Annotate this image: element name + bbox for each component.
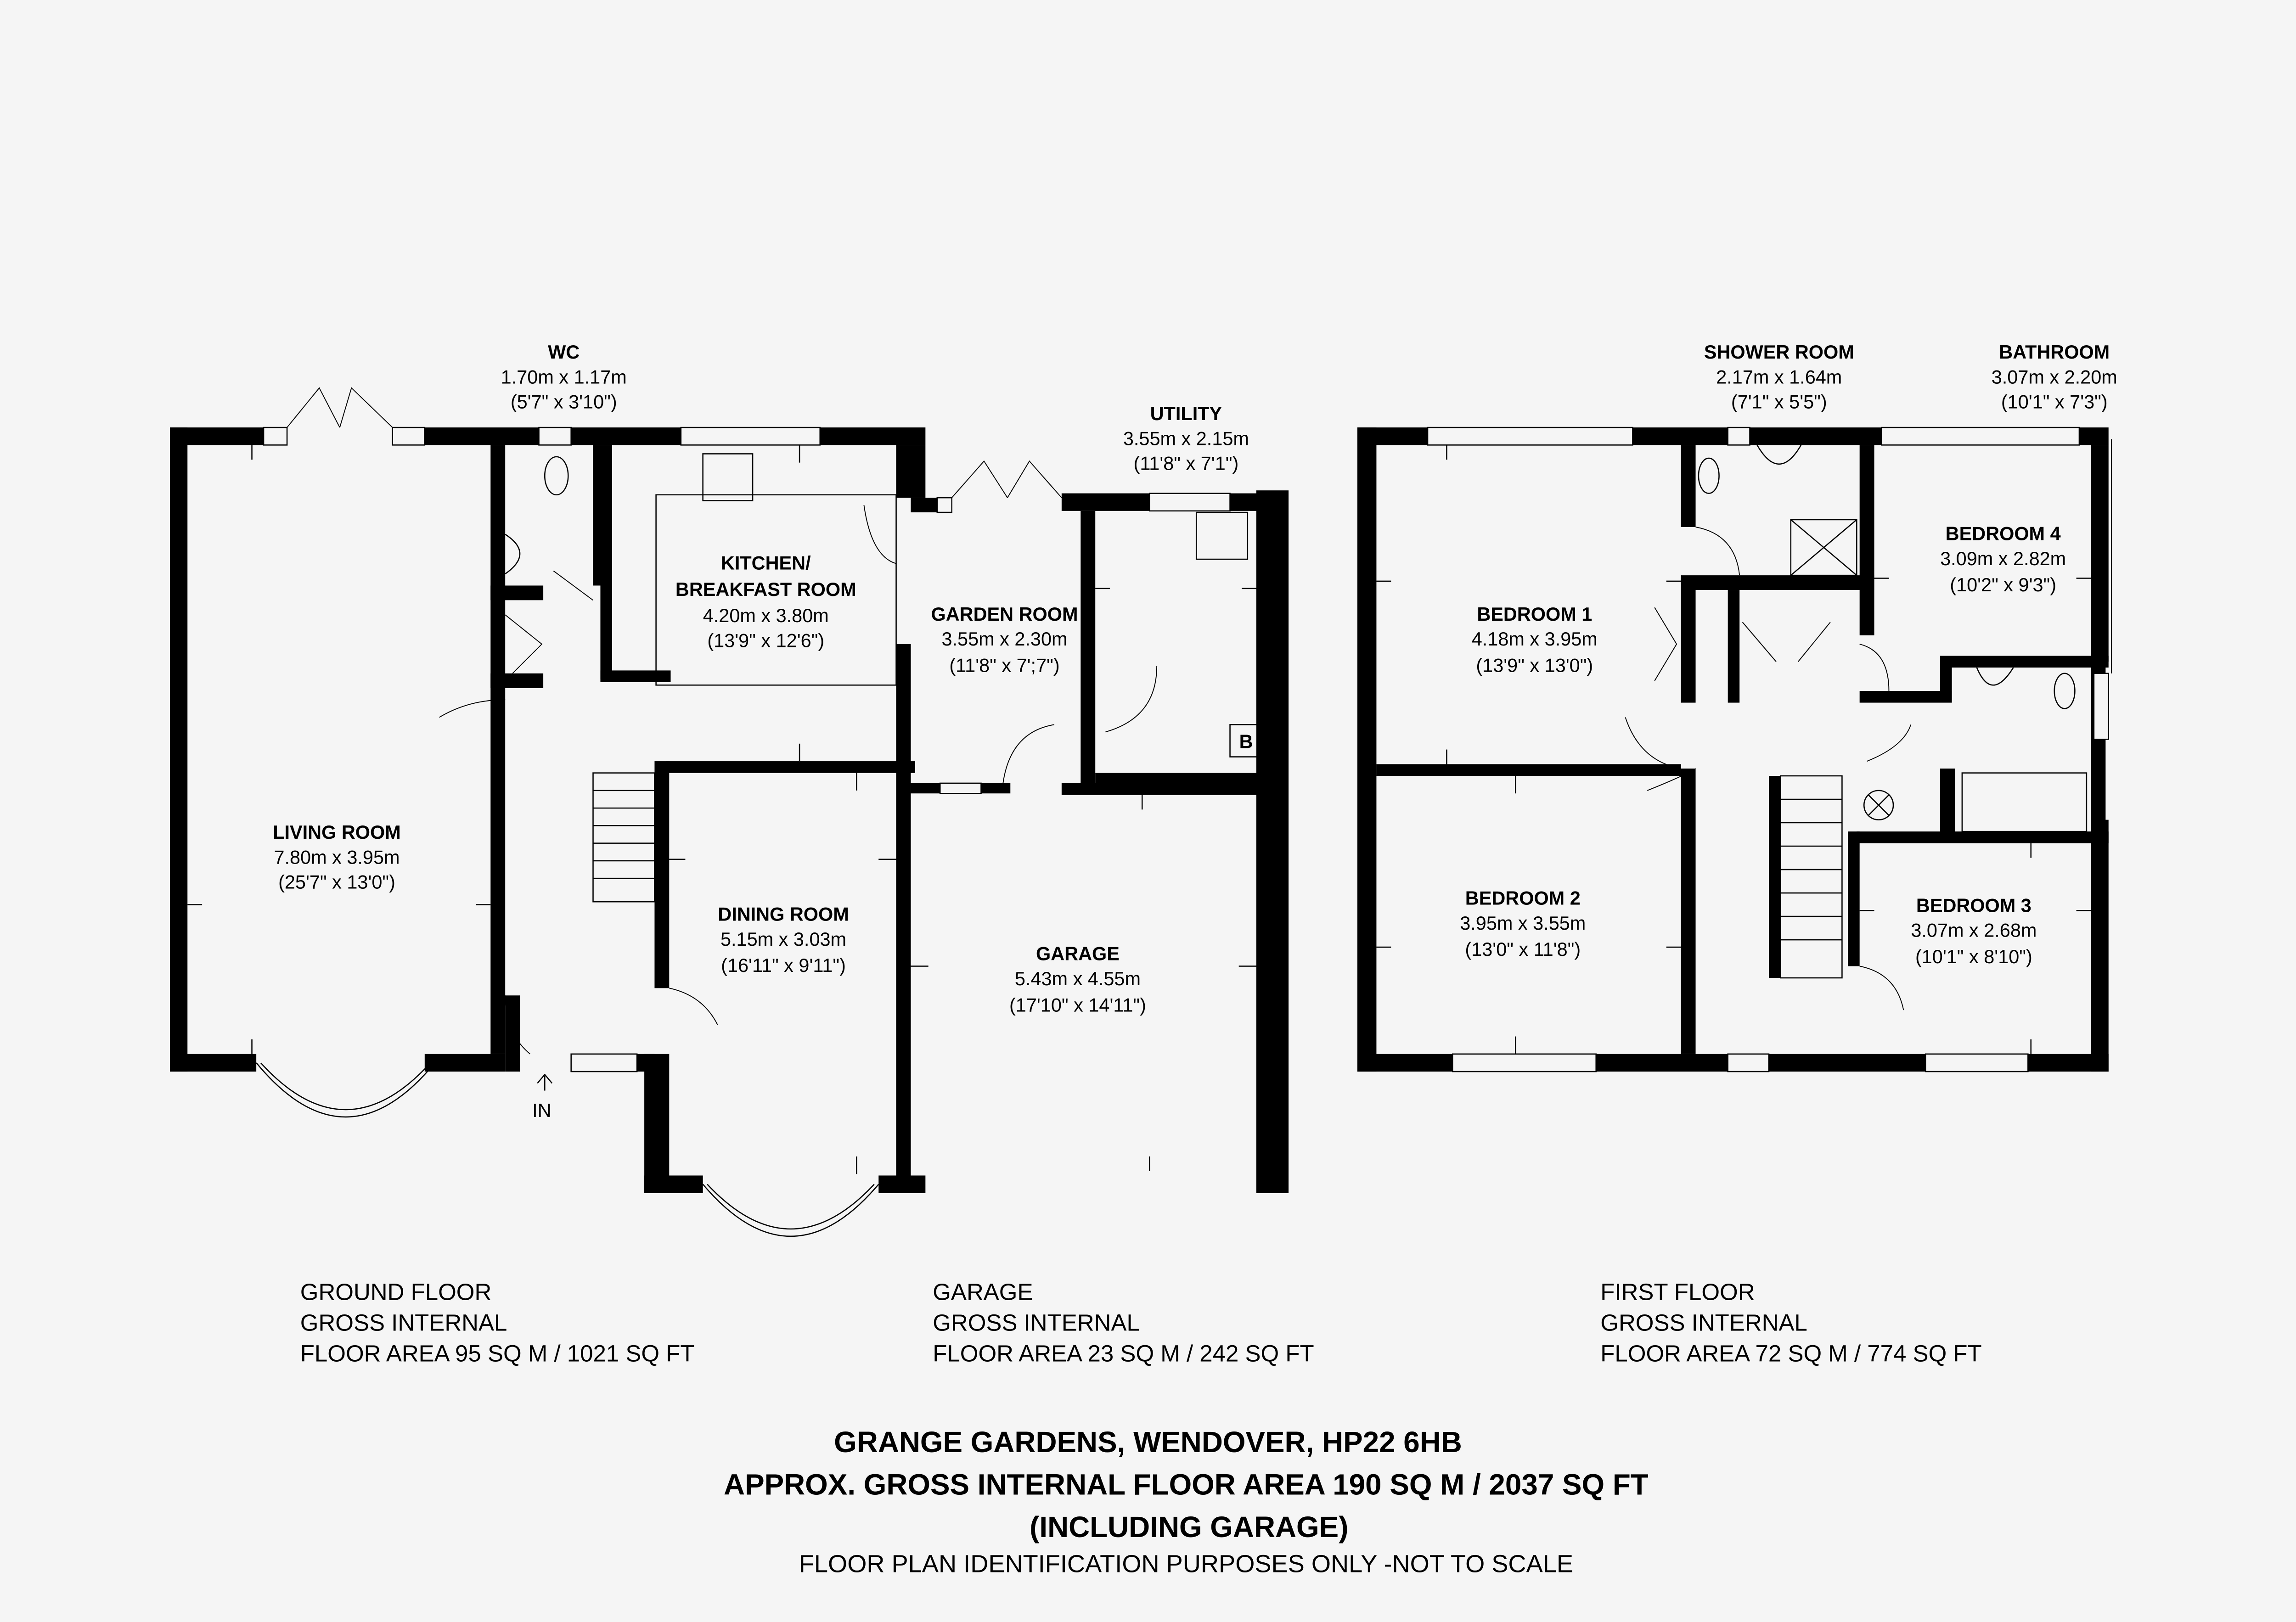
- room-metric: 3.55m x 2.15m: [1123, 427, 1249, 449]
- summary-line: GROSS INTERNAL: [300, 1309, 507, 1336]
- room-metric: 3.95m x 3.55m: [1460, 912, 1586, 934]
- room-metric: 4.18m x 3.95m: [1472, 628, 1598, 650]
- room-label-garden-room: GARDEN ROOM 3.55m x 2.30m (11'8" x 7';7"…: [931, 603, 1078, 676]
- summary-line: GROSS INTERNAL: [933, 1309, 1140, 1336]
- room-name: GARAGE: [1036, 943, 1120, 965]
- summary-line: FLOOR AREA 95 SQ M / 1021 SQ FT: [300, 1340, 695, 1366]
- boiler-box: [1229, 724, 1263, 758]
- room-name: BEDROOM 4: [1946, 523, 2061, 544]
- ground-floor-walls: [169, 387, 1289, 1237]
- room-imperial: (13'0" x 11'8"): [1465, 938, 1581, 960]
- room-imperial: (5'7" x 3'10"): [511, 391, 617, 413]
- room-metric: 5.15m x 3.03m: [720, 928, 846, 950]
- room-name: DINING ROOM: [718, 904, 849, 925]
- room-name: LIVING ROOM: [273, 821, 401, 843]
- room-metric: 5.43m x 4.55m: [1015, 968, 1141, 989]
- room-label-wc: WC 1.70m x 1.17m (5'7" x 3'10"): [501, 341, 627, 412]
- room-name-line2: BREAKFAST ROOM: [675, 578, 856, 600]
- room-label-bedroom-2: BEDROOM 2 3.95m x 3.55m (13'0" x 11'8"): [1460, 887, 1586, 960]
- first-floor-stairs: [1768, 775, 1843, 979]
- room-label-kitchen: KITCHEN/ BREAKFAST ROOM 4.20m x 3.80m (1…: [675, 552, 856, 651]
- room-imperial: (10'2" x 9'3"): [1950, 574, 2056, 595]
- boiler-label: B: [1239, 730, 1253, 752]
- room-imperial: (13'9" x 13'0"): [1476, 655, 1593, 676]
- room-name: BEDROOM 2: [1465, 887, 1581, 909]
- room-metric: 2.17m x 1.64m: [1716, 366, 1842, 387]
- room-metric: 3.07m x 2.20m: [1992, 366, 2117, 387]
- room-name-line1: KITCHEN/: [721, 552, 811, 573]
- room-imperial: (10'1" x 8'10"): [1915, 946, 2032, 967]
- room-imperial: (10'1" x 7'3"): [2001, 391, 2108, 413]
- room-metric: 4.20m x 3.80m: [703, 605, 829, 626]
- summary-line: GROUND FLOOR: [300, 1279, 492, 1305]
- room-imperial: (11'8" x 7';7"): [949, 655, 1059, 676]
- room-metric: 3.55m x 2.30m: [941, 628, 1067, 650]
- room-name: BEDROOM 1: [1477, 603, 1592, 625]
- entrance-arrow-icon: [537, 1073, 553, 1091]
- room-metric: 3.09m x 2.82m: [1940, 548, 2066, 569]
- room-label-bedroom-4: BEDROOM 4 3.09m x 2.82m (10'2" x 9'3"): [1940, 523, 2066, 596]
- room-name: BATHROOM: [1999, 341, 2110, 363]
- disclaimer: FLOOR PLAN IDENTIFICATION PURPOSES ONLY …: [799, 1550, 1573, 1578]
- room-label-bedroom-3: BEDROOM 3 3.07m x 2.68m (10'1" x 8'10"): [1911, 895, 2037, 968]
- property-address: GRANGE GARDENS, WENDOVER, HP22 6HB: [834, 1426, 1462, 1459]
- room-label-bathroom: BATHROOM 3.07m x 2.20m (10'1" x 7'3"): [1992, 341, 2117, 412]
- garage-summary: GARAGE GROSS INTERNAL FLOOR AREA 23 SQ M…: [933, 1279, 1314, 1367]
- room-name: WC: [548, 341, 580, 363]
- dimension-arrows: [187, 445, 1256, 1174]
- including-garage-note: (INCLUDING GARAGE): [1030, 1510, 1348, 1543]
- room-label-bedroom-1: BEDROOM 1 4.18m x 3.95m (13'9" x 13'0"): [1472, 603, 1598, 676]
- room-imperial: (13'9" x 12'6"): [707, 629, 824, 651]
- total-floor-area: APPROX. GROSS INTERNAL FLOOR AREA 190 SQ…: [724, 1468, 1649, 1501]
- summary-line: FLOOR AREA 72 SQ M / 774 SQ FT: [1600, 1340, 1981, 1366]
- ground-stairs: [592, 772, 655, 903]
- entrance-label: IN: [532, 1100, 551, 1121]
- summary-line: FLOOR AREA 23 SQ M / 242 SQ FT: [933, 1340, 1314, 1366]
- room-imperial: (16'11" x 9'11"): [721, 954, 846, 976]
- summary-line: GARAGE: [933, 1279, 1033, 1305]
- room-name: UTILITY: [1150, 403, 1222, 424]
- room-name: SHOWER ROOM: [1704, 341, 1854, 363]
- first-floor-summary: FIRST FLOOR GROSS INTERNAL FLOOR AREA 72…: [1600, 1279, 1981, 1367]
- room-metric: 1.70m x 1.17m: [501, 366, 627, 387]
- room-label-living-room: LIVING ROOM 7.80m x 3.95m (25'7" x 13'0"…: [273, 821, 401, 892]
- room-imperial: (25'7" x 13'0"): [278, 871, 395, 892]
- summary-line: GROSS INTERNAL: [1600, 1309, 1807, 1336]
- room-label-shower-room: SHOWER ROOM 2.17m x 1.64m (7'1" x 5'5"): [1704, 341, 1854, 412]
- room-metric: 3.07m x 2.68m: [1911, 920, 2037, 941]
- room-imperial: (7'1" x 5'5"): [1731, 391, 1827, 413]
- room-metric: 7.80m x 3.95m: [274, 846, 400, 868]
- room-label-utility: UTILITY 3.55m x 2.15m (11'8" x 7'1"): [1123, 403, 1249, 474]
- ground-floor-summary: GROUND FLOOR GROSS INTERNAL FLOOR AREA 9…: [300, 1279, 695, 1367]
- room-label-garage: GARAGE 5.43m x 4.55m (17'10" x 14'11"): [1009, 943, 1146, 1016]
- summary-line: FIRST FLOOR: [1600, 1279, 1755, 1305]
- footer: GRANGE GARDENS, WENDOVER, HP22 6HB APPRO…: [724, 1426, 1649, 1577]
- room-name: GARDEN ROOM: [931, 603, 1078, 625]
- room-name: BEDROOM 3: [1916, 895, 2032, 916]
- room-imperial: (11'8" x 7'1"): [1134, 453, 1239, 474]
- first-floor-walls: [1357, 427, 2112, 1072]
- room-imperial: (17'10" x 14'11"): [1009, 994, 1146, 1016]
- room-label-dining-room: DINING ROOM 5.15m x 3.03m (16'11" x 9'11…: [718, 904, 849, 977]
